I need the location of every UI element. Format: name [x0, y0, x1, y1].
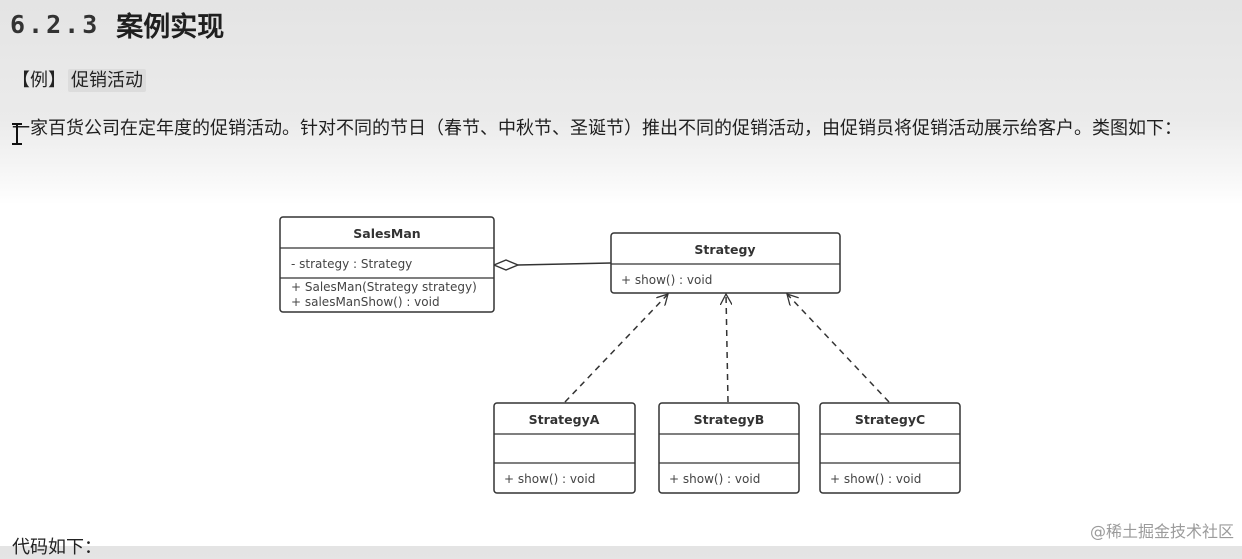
code-intro-text: 代码如下：: [12, 537, 102, 558]
description-paragraph: 一家百货公司在定年度的促销活动。针对不同的节日（春节、中秋节、圣诞节）推出不同的…: [12, 118, 1182, 139]
class-strategy-b: StrategyB + show() : void: [658, 402, 800, 494]
class-strategy-c: StrategyC + show() : void: [819, 402, 961, 494]
strategy-b-class-name: StrategyB: [694, 412, 765, 427]
watermark: @稀土掘金技术社区: [1089, 522, 1234, 541]
example-heading: 【例】促销活动: [12, 66, 146, 92]
example-label: 促销活动: [68, 69, 146, 92]
salesman-operation-show: + salesManShow() : void: [291, 295, 440, 309]
realization-line-b: [726, 294, 728, 403]
salesman-class-name: SalesMan: [353, 226, 420, 241]
strategy-c-class-name: StrategyC: [855, 412, 925, 427]
section-number: 6.2.3: [10, 9, 101, 39]
realization-line-c: [787, 294, 890, 403]
strategy-c-operation-show: + show() : void: [830, 472, 921, 486]
strategy-b-operation-show: + show() : void: [669, 472, 760, 486]
strategy-operation-show: + show() : void: [621, 273, 712, 287]
strategy-a-class-name: StrategyA: [529, 412, 600, 427]
uml-class-diagram: SalesMan - strategy : Strategy + SalesMa…: [279, 216, 961, 494]
class-salesman: SalesMan - strategy : Strategy + SalesMa…: [279, 216, 495, 313]
aggregation-connector: [492, 259, 612, 271]
class-strategy-a: StrategyA + show() : void: [493, 402, 636, 494]
strategy-a-operation-show: + show() : void: [504, 472, 595, 486]
strategy-class-name: Strategy: [694, 242, 755, 257]
class-strategy: Strategy + show() : void: [610, 232, 841, 294]
example-bracket: 【例】: [12, 70, 66, 91]
section-title: 案例实现: [116, 11, 225, 43]
aggregation-diamond-icon: [492, 259, 520, 271]
salesman-attribute: - strategy : Strategy: [291, 257, 412, 271]
salesman-operation-constructor: + SalesMan(Strategy strategy): [291, 280, 477, 294]
text-cursor-icon: [12, 123, 22, 145]
section-heading: 6.2.3 案例实现: [10, 4, 224, 44]
realization-line-a: [564, 294, 668, 403]
realization-connectors: [564, 294, 890, 403]
